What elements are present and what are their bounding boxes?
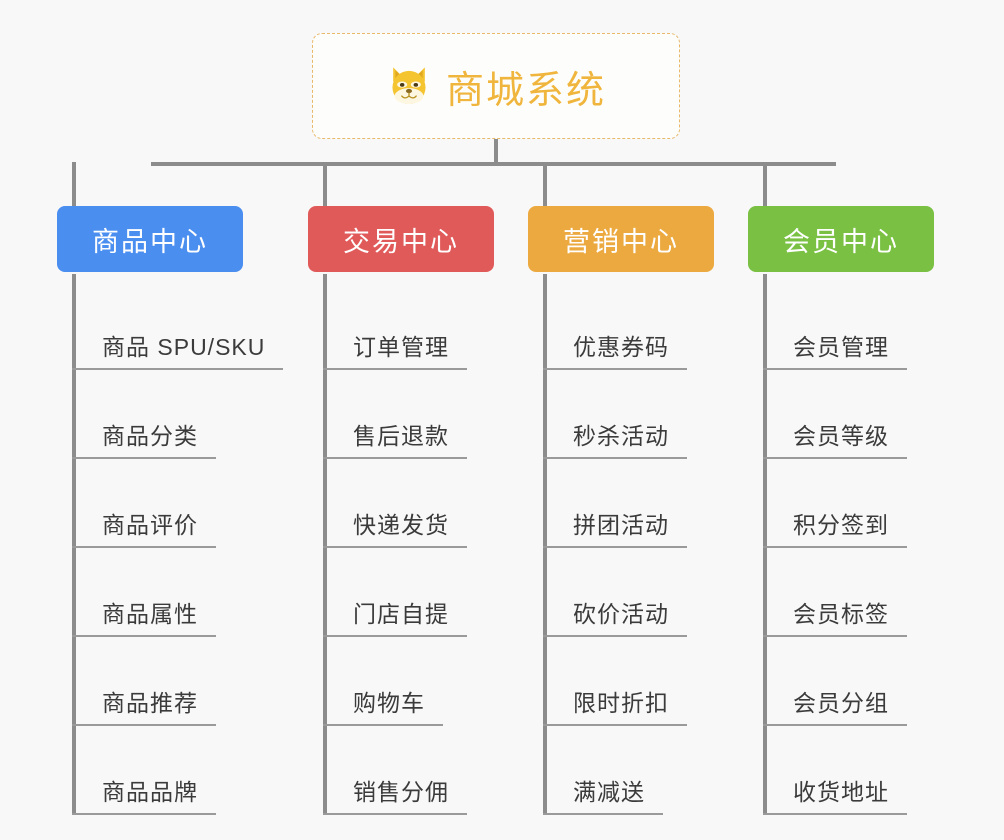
leaf-item-label: 拼团活动 [543,506,687,548]
connector-drop-3 [543,162,547,210]
leaf-item-label: 商品推荐 [72,684,216,726]
category-header-label: 交易中心 [343,226,459,257]
leaf-item-label: 购物车 [323,684,443,726]
leaf-item[interactable]: 订单管理 [323,288,467,376]
leaf-item[interactable]: 购物车 [323,644,443,732]
category-header-label: 营销中心 [563,226,679,257]
leaf-item[interactable]: 拼团活动 [543,466,687,554]
leaf-item[interactable]: 砍价活动 [543,555,687,643]
leaf-item-label: 商品品牌 [72,773,216,815]
leaf-item[interactable]: 商品推荐 [72,644,216,732]
connector-spine-1 [72,274,76,815]
root-node-shop-system[interactable]: 商城系统 [312,33,680,139]
leaf-item-label: 门店自提 [323,595,467,637]
leaf-item[interactable]: 收货地址 [763,733,907,821]
category-header-3[interactable]: 营销中心 [528,206,714,272]
leaf-item-label: 售后退款 [323,417,467,459]
leaf-item[interactable]: 优惠券码 [543,288,687,376]
leaf-item-label: 会员等级 [763,417,907,459]
leaf-item[interactable]: 商品 SPU/SKU [72,288,284,376]
category-header-label: 商品中心 [92,226,208,257]
leaf-item-label: 满减送 [543,773,663,815]
connector-drop-2 [323,162,327,210]
leaf-item[interactable]: 会员等级 [763,377,907,465]
root-title: 商城系统 [445,69,606,112]
leaf-item[interactable]: 秒杀活动 [543,377,687,465]
leaf-item-label: 会员标签 [763,595,907,637]
leaf-item[interactable]: 商品属性 [72,555,216,643]
connector-spine-4 [763,274,767,815]
leaf-item[interactable]: 会员标签 [763,555,907,643]
category-header-4[interactable]: 会员中心 [748,206,934,272]
leaf-item-label: 商品属性 [72,595,216,637]
leaf-item[interactable]: 满减送 [543,733,663,821]
leaf-item-label: 砍价活动 [543,595,687,637]
leaf-item[interactable]: 售后退款 [323,377,467,465]
leaf-item[interactable]: 门店自提 [323,555,467,643]
leaf-item[interactable]: 商品分类 [72,377,216,465]
leaf-item[interactable]: 积分签到 [763,466,907,554]
category-header-1[interactable]: 商品中心 [57,206,243,272]
leaf-item-label: 商品分类 [72,417,216,459]
connector-root-stem [494,139,498,164]
leaf-item-label: 会员管理 [763,328,907,370]
leaf-item-label: 优惠券码 [543,328,687,370]
category-header-label: 会员中心 [783,226,899,257]
leaf-item-label: 秒杀活动 [543,417,687,459]
connector-spine-2 [323,274,327,815]
connector-drop-1 [72,162,76,210]
shiba-dog-face-icon [386,63,432,109]
leaf-item-label: 积分签到 [763,506,907,548]
leaf-item-label: 商品 SPU/SKU [72,328,284,370]
leaf-item[interactable]: 销售分佣 [323,733,467,821]
category-header-2[interactable]: 交易中心 [308,206,494,272]
leaf-item-label: 收货地址 [763,773,907,815]
leaf-item-label: 快递发货 [323,506,467,548]
leaf-item[interactable]: 会员管理 [763,288,907,376]
leaf-item-label: 限时折扣 [543,684,687,726]
leaf-item[interactable]: 会员分组 [763,644,907,732]
leaf-item[interactable]: 快递发货 [323,466,467,554]
leaf-item-label: 商品评价 [72,506,216,548]
connector-spine-3 [543,274,547,815]
leaf-item[interactable]: 限时折扣 [543,644,687,732]
connector-horizontal-bus [151,162,836,166]
leaf-item[interactable]: 商品品牌 [72,733,216,821]
leaf-item-label: 销售分佣 [323,773,467,815]
leaf-item-label: 会员分组 [763,684,907,726]
connector-drop-4 [763,162,767,210]
leaf-item[interactable]: 商品评价 [72,466,216,554]
leaf-item-label: 订单管理 [323,328,467,370]
